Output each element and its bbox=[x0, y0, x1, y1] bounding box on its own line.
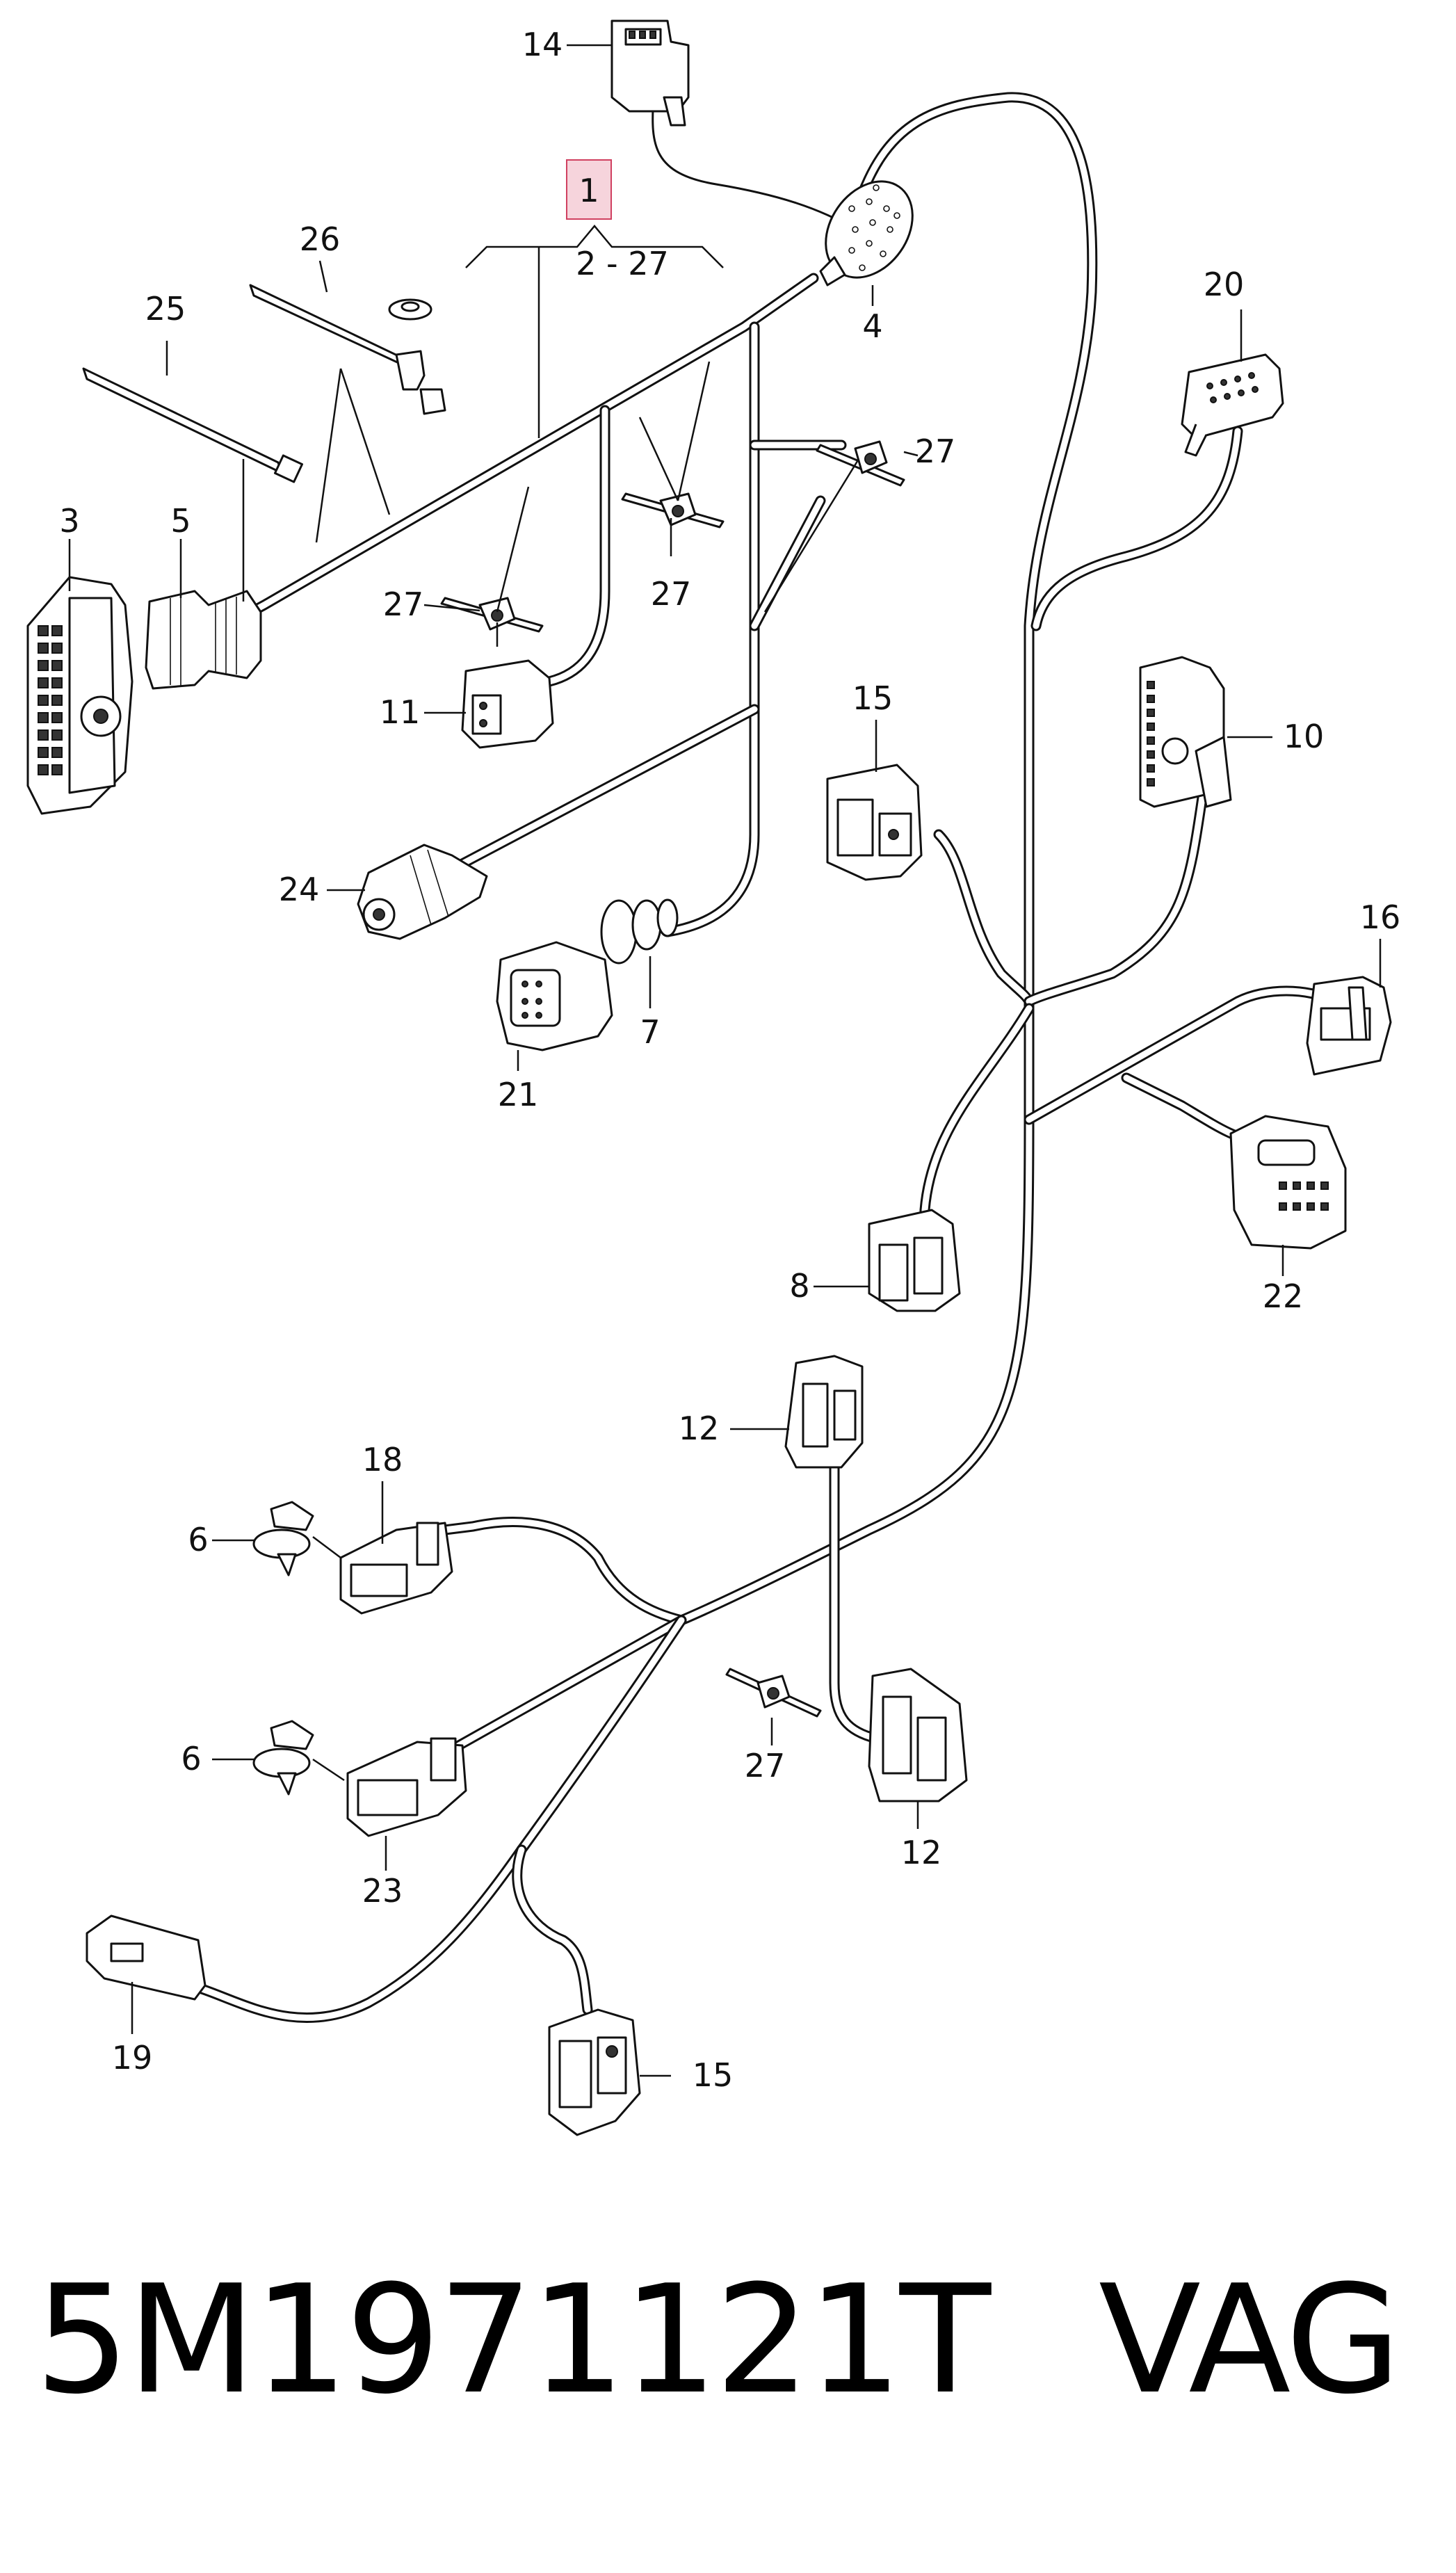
callout-3: 3 bbox=[59, 502, 79, 540]
callout-5: 5 bbox=[170, 502, 191, 540]
callout-21: 21 bbox=[498, 1076, 539, 1113]
callout-6-upper: 6 bbox=[188, 1521, 208, 1558]
brand-label: VAG bbox=[1099, 2252, 1401, 2427]
clip-27-a bbox=[440, 597, 544, 633]
callout-8: 8 bbox=[789, 1267, 809, 1305]
clip-6-lower bbox=[252, 1720, 314, 1796]
connector-12-upper bbox=[784, 1355, 864, 1469]
clip-27-c bbox=[816, 440, 905, 487]
callout-24: 24 bbox=[279, 871, 320, 908]
callout-25: 25 bbox=[145, 290, 186, 328]
part-number: 5M1971121T bbox=[35, 2252, 991, 2427]
clip-6-upper bbox=[252, 1501, 314, 1576]
callout-1: 1 bbox=[579, 172, 599, 209]
connector-24 bbox=[357, 844, 488, 940]
callout-27-d: 27 bbox=[745, 1747, 786, 1784]
connector-16 bbox=[1306, 976, 1392, 1076]
connector-15-upper bbox=[826, 764, 923, 881]
callouts: 1 2 - 27 14 4 20 26 25 3 5 27 27 27 11 1… bbox=[59, 26, 1400, 2094]
callout-27-a: 27 bbox=[383, 586, 424, 623]
boot-5 bbox=[145, 590, 262, 690]
seal-7 bbox=[600, 898, 679, 965]
grommet-4 bbox=[819, 180, 914, 287]
connector-14 bbox=[610, 19, 690, 127]
clip-27-b bbox=[621, 492, 725, 529]
callout-20: 20 bbox=[1204, 266, 1245, 303]
harness-wires bbox=[168, 92, 1341, 2023]
connector-11 bbox=[461, 659, 554, 749]
callout-18: 18 bbox=[362, 1441, 403, 1478]
callout-12-lower: 12 bbox=[901, 1834, 942, 1871]
callout-2-27: 2 - 27 bbox=[576, 245, 669, 282]
callout-26: 26 bbox=[300, 220, 341, 258]
callout-leaders bbox=[68, 44, 1382, 2077]
connector-3 bbox=[26, 576, 134, 815]
connector-23 bbox=[346, 1737, 467, 1837]
cable-tie-25 bbox=[82, 367, 304, 483]
connector-19 bbox=[86, 1914, 207, 2001]
connector-22 bbox=[1229, 1115, 1347, 1250]
callout-12-upper: 12 bbox=[679, 1410, 720, 1447]
callout-7: 7 bbox=[640, 1013, 660, 1051]
connector-20 bbox=[1181, 353, 1284, 457]
callout-19: 19 bbox=[112, 2039, 153, 2076]
callout-15-upper: 15 bbox=[852, 679, 893, 717]
callout-27-c: 27 bbox=[915, 433, 956, 470]
callout-16: 16 bbox=[1360, 898, 1401, 936]
connector-15-lower bbox=[548, 2008, 641, 2136]
callout-11: 11 bbox=[380, 693, 421, 731]
callout-27-b: 27 bbox=[651, 575, 692, 613]
callout-4: 4 bbox=[862, 307, 882, 345]
connector-18 bbox=[339, 1522, 453, 1615]
callout-15-lower: 15 bbox=[693, 2056, 734, 2094]
callout-6-lower: 6 bbox=[181, 1740, 201, 1777]
callout-10: 10 bbox=[1284, 718, 1325, 755]
callout-23: 23 bbox=[362, 1872, 403, 1910]
callout-22: 22 bbox=[1263, 1277, 1304, 1315]
clip-27-d bbox=[725, 1668, 822, 1718]
callout-14: 14 bbox=[522, 26, 563, 63]
cable-tie-26 bbox=[249, 284, 446, 415]
callout-1-highlight bbox=[566, 159, 612, 220]
connector-21 bbox=[496, 941, 613, 1051]
connector-10 bbox=[1139, 656, 1232, 808]
connector-8 bbox=[868, 1209, 961, 1312]
connector-12-lower bbox=[868, 1668, 968, 1802]
